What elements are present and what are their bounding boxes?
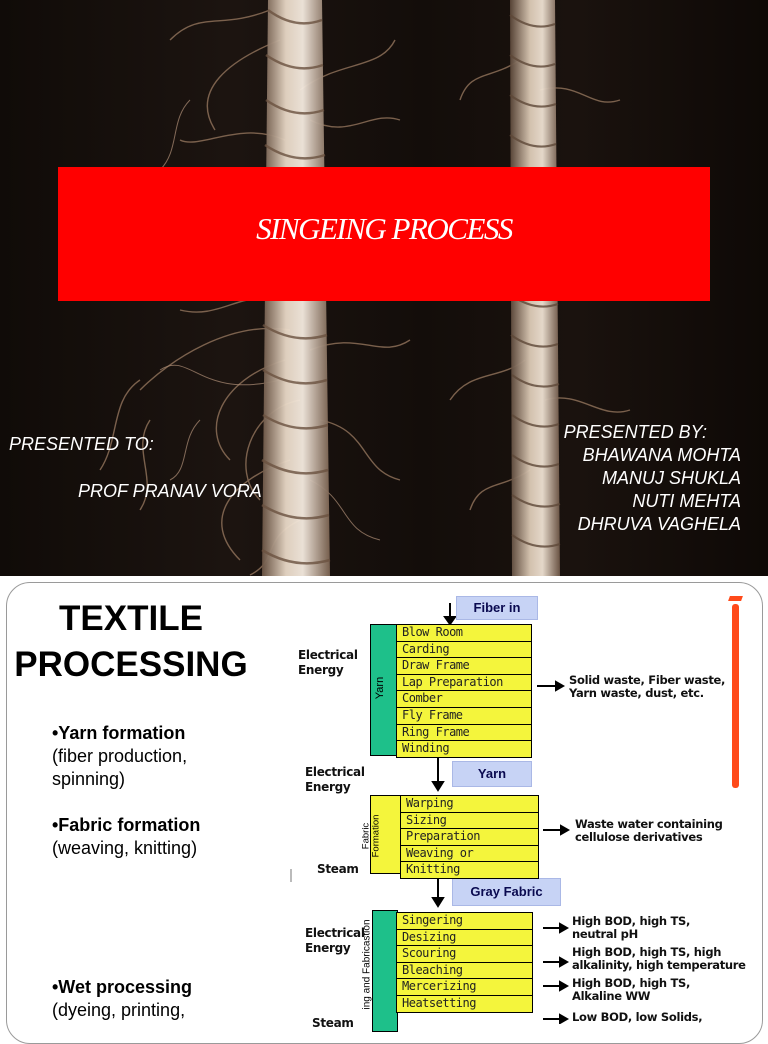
waste-text-line: neutral pH bbox=[572, 927, 638, 941]
bullet-fabric-formation: •Fabric formation (weaving, knitting) bbox=[52, 814, 200, 860]
textile-processing-slide: TEXTILE PROCESSING •Yarn formation (fibe… bbox=[0, 576, 768, 1044]
energy-label-fabric: Electrical Energy bbox=[305, 765, 365, 795]
bullet-title: •Fabric formation bbox=[52, 815, 201, 835]
process-step: Sizing bbox=[401, 813, 538, 830]
energy-label-line: Electrical bbox=[305, 765, 365, 779]
presented-by-block: PRESENTED BY: BHAWANA MOHTA MANUJ SHUKLA… bbox=[564, 421, 741, 536]
process-step: Draw Frame bbox=[397, 658, 531, 675]
waste-text-line: Yarn waste, dust, etc. bbox=[569, 686, 704, 700]
process-step: Ring Frame bbox=[397, 725, 531, 742]
energy-label-line: Energy bbox=[298, 663, 344, 677]
yarn-label: Yarn bbox=[452, 761, 532, 787]
yarn-steps-box: Blow Room Carding Draw Frame Lap Prepara… bbox=[396, 624, 532, 758]
process-step: Weaving or bbox=[401, 846, 538, 863]
slide2-title-line1: TEXTILE bbox=[59, 599, 203, 638]
waste-text-line: alkalinity, high temperature bbox=[572, 958, 746, 972]
yarn-group-bar bbox=[370, 624, 398, 756]
energy-label-yarn: Electrical Energy bbox=[298, 648, 358, 678]
waste-text-line: Alkaline WW bbox=[572, 989, 651, 1003]
process-step: Blow Room bbox=[397, 625, 531, 642]
bullet-wet-processing: •Wet processing (dyeing, printing, bbox=[52, 976, 192, 1022]
energy-label-line: Electrical bbox=[298, 648, 358, 662]
process-step: Lap Preparation bbox=[397, 675, 531, 692]
fabric-steps-box: Warping Sizing Preparation Weaving or Kn… bbox=[400, 795, 539, 879]
process-step: Fly Frame bbox=[397, 708, 531, 725]
steam-label: Steam bbox=[317, 862, 359, 876]
accent-bar bbox=[732, 604, 739, 788]
waste-text-line: cellulose derivatives bbox=[575, 830, 703, 844]
presenter-name: MANUJ SHUKLA bbox=[601, 468, 741, 488]
waste-text-line: High BOD, high TS, high bbox=[572, 945, 722, 959]
slide2-title: TEXTILE PROCESSING bbox=[8, 596, 254, 688]
yarn-group-label: Yarn bbox=[374, 676, 387, 700]
bullet-title: •Wet processing bbox=[52, 977, 193, 997]
waste-text-line: Waste water containing bbox=[575, 817, 723, 831]
wet-group-bar bbox=[372, 910, 398, 1032]
presented-by-label: PRESENTED BY: bbox=[563, 422, 707, 442]
fabric-group-label-line2: Formation bbox=[370, 814, 382, 858]
bullet-desc: (dyeing, printing, bbox=[52, 1000, 186, 1020]
process-step: Mercerizing bbox=[397, 979, 532, 996]
title-slide: SINGEING PROCESS PRESENTED TO: PROF PRAN… bbox=[0, 0, 768, 576]
presenter-name: BHAWANA MOHTA bbox=[582, 445, 741, 465]
presenter-name: NUTI MEHTA bbox=[632, 491, 741, 511]
gray-fabric-label: Gray Fabric bbox=[452, 878, 561, 906]
slide2-title-line2: PROCESSING bbox=[14, 645, 248, 684]
process-step: Heatsetting bbox=[402, 995, 476, 1010]
waste-text-line: High BOD, high TS, bbox=[572, 914, 691, 928]
wet-steps-box: Singering Desizing Scouring Bleaching Me… bbox=[396, 912, 533, 1013]
waste-bleaching-text: High BOD, high TS, Alkaline WW bbox=[572, 977, 690, 1003]
fabric-group-bar bbox=[370, 795, 402, 874]
process-step: Warping bbox=[401, 796, 538, 813]
waste-singeing-text: High BOD, high TS, neutral pH bbox=[572, 915, 690, 941]
process-step: Desizing bbox=[397, 930, 532, 947]
waste-text-line: Solid waste, Fiber waste, bbox=[569, 673, 726, 687]
process-step: Scouring bbox=[397, 946, 532, 963]
process-step: Bleaching bbox=[397, 963, 532, 980]
waste-yarn-text: Solid waste, Fiber waste, Yarn waste, du… bbox=[569, 674, 725, 700]
energy-label-line: Electrical bbox=[305, 926, 365, 940]
bullet-title: •Yarn formation bbox=[52, 723, 186, 743]
presenter-name: DHRUVA VAGHELA bbox=[577, 514, 741, 534]
process-step: Winding bbox=[402, 741, 450, 756]
bullet-yarn-formation: •Yarn formation (fiber production, spinn… bbox=[52, 722, 187, 791]
waste-text-line: High BOD, high TS, bbox=[572, 976, 691, 990]
process-step: Carding bbox=[397, 642, 531, 659]
waste-desizing-text: High BOD, high TS, high alkalinity, high… bbox=[572, 946, 746, 972]
fabric-group-label: Fabric Formation bbox=[360, 814, 382, 858]
fiber-in-label: Fiber in bbox=[456, 596, 538, 620]
flow-arrows bbox=[290, 603, 571, 1024]
energy-label-line: Energy bbox=[305, 780, 351, 794]
waste-fabric-text: Waste water containing cellulose derivat… bbox=[575, 818, 723, 844]
process-step: Knitting bbox=[406, 862, 460, 877]
process-step: Preparation bbox=[401, 829, 538, 846]
presented-to-name: PROF PRANAV VORA bbox=[78, 481, 262, 501]
title-banner: SINGEING PROCESS bbox=[58, 167, 710, 301]
energy-label-line: Energy bbox=[305, 941, 351, 955]
bullet-desc: spinning) bbox=[52, 769, 126, 789]
waste-heatsetting-text: Low BOD, low Solids, bbox=[572, 1010, 703, 1024]
process-step: Comber bbox=[397, 691, 531, 708]
process-step: Singering bbox=[397, 913, 532, 930]
slide-title: SINGEING PROCESS bbox=[256, 211, 513, 246]
presented-to-label: PRESENTED TO: bbox=[9, 434, 154, 454]
bullet-desc: (fiber production, bbox=[52, 746, 188, 766]
bullet-desc: (weaving, knitting) bbox=[52, 838, 198, 858]
energy-label-wet: Electrical Energy bbox=[305, 926, 365, 956]
